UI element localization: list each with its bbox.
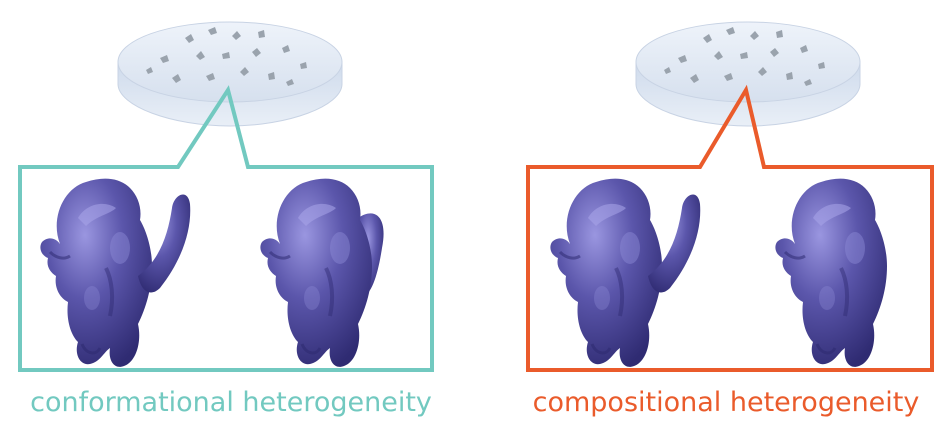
left-panel (20, 22, 432, 370)
protein-molecule-left-1 (40, 179, 190, 367)
protein-molecule-right-1 (550, 179, 700, 367)
petri-dish-icon (636, 22, 860, 126)
protein-molecule-left-2 (260, 179, 383, 367)
petri-dish-icon (118, 22, 342, 126)
compositional-caption: compositional heterogeneity (505, 383, 947, 423)
protein-molecule-right-2 (775, 179, 887, 367)
conformational-caption: conformational heterogeneity (0, 383, 462, 423)
right-panel (528, 22, 932, 370)
